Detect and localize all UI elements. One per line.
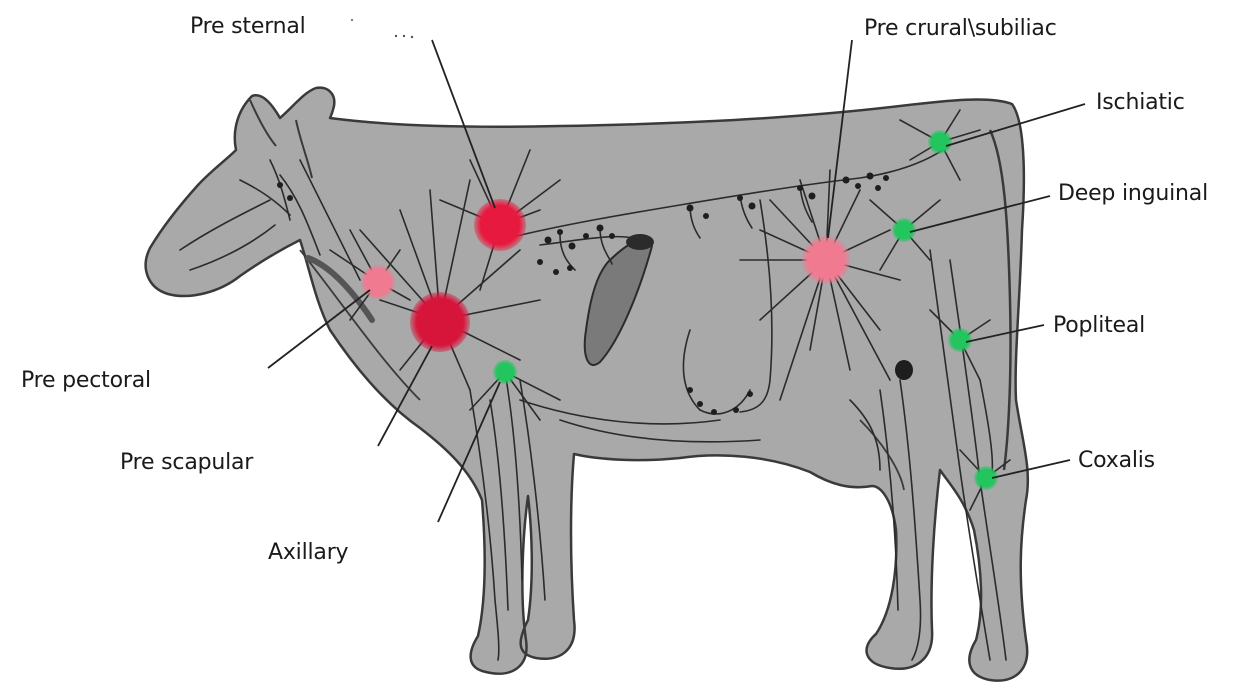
label-coxalis: Coxalis [1078,448,1155,473]
label-pre-pectoral: Pre pectoral [21,368,151,393]
ischiatic-node [928,130,952,154]
label-ischiatic: Ischiatic [1096,90,1185,115]
label-pre-scapular: Pre scapular [120,450,253,475]
pre-sternal-node [474,199,526,251]
deep-inguinal-node [892,218,916,242]
spleen-node [626,234,654,250]
label-axillary: Axillary [268,540,348,565]
label-pre-crural-subiliac: Pre crural\subiliac [864,16,1057,41]
label-pre-sternal: Pre sternal [190,14,306,39]
hind-node-dark [895,360,913,380]
pre-crural-node [802,236,850,284]
pre-scapular-node [410,292,470,352]
label-deep-inguinal: Deep inguinal [1058,181,1208,206]
axillary-node [493,360,517,384]
popliteal-node [948,328,972,352]
stray-marks [351,19,413,38]
label-popliteal: Popliteal [1053,313,1145,338]
